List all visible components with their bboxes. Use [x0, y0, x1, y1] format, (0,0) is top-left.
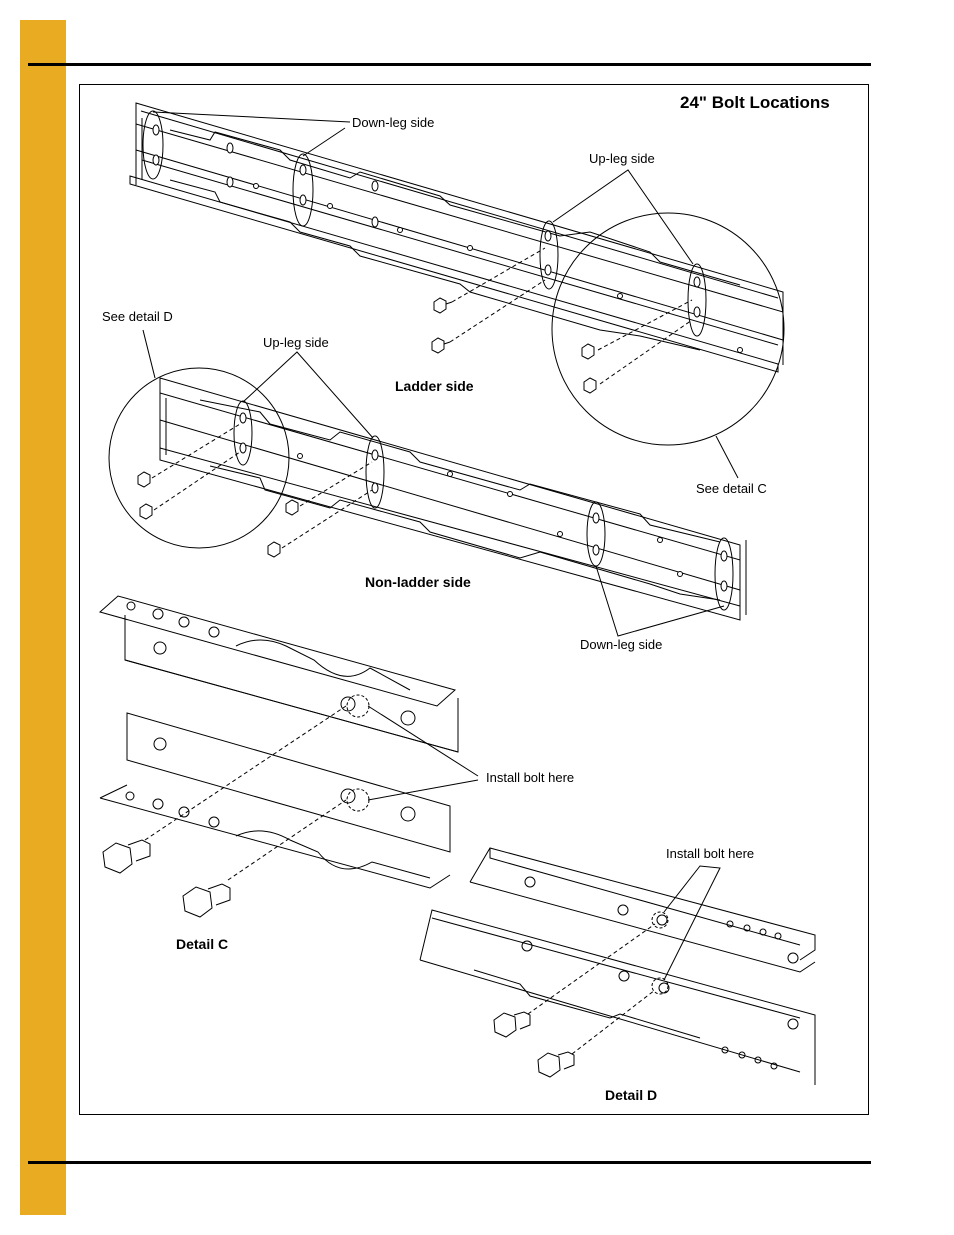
- top-rule: [28, 63, 871, 66]
- non-ladder-side-label: Non-ladder side: [365, 574, 471, 590]
- bolt-icon: [137, 471, 151, 488]
- up-leg-side-callout: Up-leg side: [589, 151, 655, 166]
- non-ladder-side-holes: [239, 412, 728, 592]
- bolt-icon: [493, 1011, 531, 1038]
- bolt-icon: [431, 337, 451, 354]
- ladder-side-holes: [152, 124, 743, 353]
- bolt-icon: [433, 297, 453, 314]
- ladder-side-label: Ladder side: [395, 378, 474, 394]
- ladder-side-channel: [129, 102, 784, 373]
- bottom-rule: [28, 1161, 871, 1164]
- detail-d-drawing: [419, 847, 816, 1085]
- bolt-icon: [537, 1051, 575, 1078]
- bolt-icon: [285, 499, 299, 516]
- bolt-icon: [102, 839, 151, 874]
- figure-frame: [79, 84, 869, 1115]
- install-bolt-here-callout: Install bolt here: [486, 770, 575, 785]
- down-leg-side-callout: Down-leg side: [580, 637, 663, 652]
- down-leg-side-callout: Down-leg side: [352, 115, 435, 130]
- bolt-icon: [583, 377, 597, 394]
- detail-c-drawing: [98, 595, 479, 918]
- bolt-icon: [581, 343, 595, 360]
- detail-c-label: Detail C: [176, 936, 229, 952]
- bolt-icon: [267, 541, 281, 558]
- install-bolt-here-callout: Install bolt here: [666, 846, 755, 861]
- side-color-bar: [20, 20, 66, 1215]
- up-leg-side-callout: Up-leg side: [263, 335, 329, 350]
- see-detail-c-callout: See detail C: [696, 481, 767, 496]
- figure-title: 24" Bolt Locations: [680, 93, 830, 112]
- non-ladder-side-channel: [159, 377, 747, 621]
- see-detail-d-callout: See detail D: [102, 309, 173, 324]
- detail-d-label: Detail D: [605, 1087, 658, 1103]
- bolt-icon: [139, 503, 153, 520]
- bolt-icon: [182, 883, 231, 918]
